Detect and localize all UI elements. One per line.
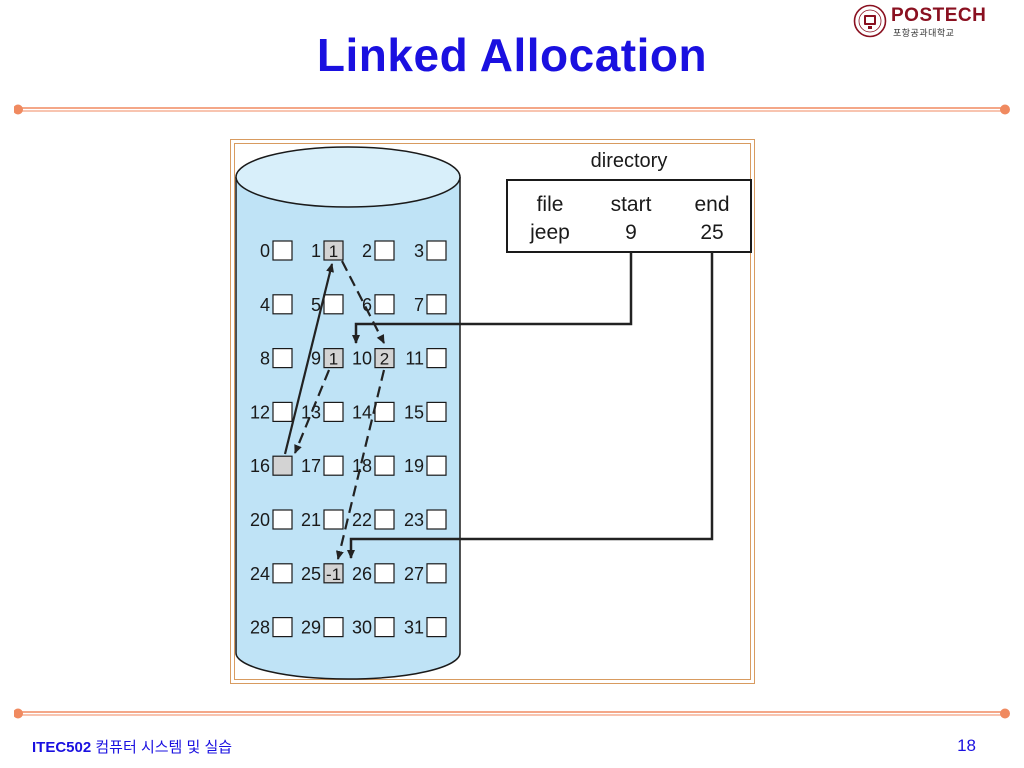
block-number: 31: [404, 618, 424, 638]
free-block: [272, 240, 293, 261]
chain-arrow-10-to-25: [336, 369, 386, 560]
directory-label: directory: [591, 150, 668, 172]
block-number: 16: [250, 456, 270, 476]
table-header-cell: start: [611, 193, 652, 216]
free-block: [426, 240, 447, 261]
free-block: [323, 455, 344, 476]
table-header-cell: file: [537, 193, 564, 216]
free-block: [272, 348, 293, 369]
postech-logo: POSTECH 포항공과대학교: [853, 4, 989, 39]
block-pointer-value: 1: [329, 350, 338, 369]
block-number: 28: [250, 618, 270, 638]
chain-arrow-16-to-1: [283, 263, 334, 455]
bottom-divider: [14, 708, 1010, 719]
page-number: 18: [957, 736, 976, 755]
block-number: 13: [301, 402, 321, 422]
block-number: 2: [362, 241, 372, 261]
block-number: 12: [250, 402, 270, 422]
block-number: 6: [362, 295, 372, 315]
block-number: 7: [414, 295, 424, 315]
course-code: ITEC502: [32, 739, 92, 756]
table-cell: 9: [625, 221, 637, 244]
block-number: 15: [404, 402, 424, 422]
free-block: [426, 294, 447, 315]
block-number: 14: [352, 402, 372, 422]
free-block: [374, 617, 395, 638]
free-block: [272, 563, 293, 584]
chain-arrow-9-to-16: [293, 369, 331, 454]
block-number: 27: [404, 564, 424, 584]
chain-arrow-1-to-10: [341, 260, 385, 344]
block-pointer-value: 1: [329, 242, 338, 261]
free-block: [323, 294, 344, 315]
block-number: 4: [260, 295, 270, 315]
allocated-block: [272, 455, 293, 476]
slide-title: Linked Allocation: [316, 29, 708, 81]
free-block: [272, 509, 293, 530]
free-block: [426, 563, 447, 584]
free-block: [426, 401, 447, 422]
block-number: 0: [260, 241, 270, 261]
block-number: 8: [260, 349, 270, 369]
end-pointer-arrow: [347, 252, 714, 559]
free-block: [323, 509, 344, 530]
footer-course: ITEC502 컴퓨터 시스템 및 실습: [32, 736, 232, 757]
allocated-block: [323, 348, 344, 369]
block-number: 10: [352, 349, 372, 369]
top-divider: [14, 104, 1010, 115]
free-block: [374, 294, 395, 315]
course-title: 컴퓨터 시스템 및 실습: [95, 739, 233, 756]
block-number: 29: [301, 618, 321, 638]
block-number: 5: [311, 295, 321, 315]
logo-name: POSTECH: [891, 5, 987, 26]
block-number: 30: [352, 618, 372, 638]
free-block: [272, 294, 293, 315]
free-block: [374, 401, 395, 422]
block-number: 1: [311, 241, 321, 261]
allocated-block: [323, 563, 344, 584]
free-block: [272, 401, 293, 422]
block-number: 23: [404, 510, 424, 530]
block-number: 21: [301, 510, 321, 530]
free-block: [272, 617, 293, 638]
table-cell: jeep: [529, 221, 570, 244]
free-block: [374, 563, 395, 584]
table-cell: 25: [700, 221, 723, 244]
block-number: 18: [352, 456, 372, 476]
block-number: 20: [250, 510, 270, 530]
directory-table: [506, 179, 752, 253]
free-block: [426, 617, 447, 638]
free-block: [323, 617, 344, 638]
free-block: [323, 401, 344, 422]
logo-subtitle: 포항공과대학교: [893, 29, 955, 39]
free-block: [374, 509, 395, 530]
free-block: [426, 455, 447, 476]
block-pointer-value: -1: [326, 565, 341, 584]
block-pointer-value: 2: [380, 350, 389, 369]
allocated-block: [323, 240, 344, 261]
free-block: [374, 455, 395, 476]
block-number: 22: [352, 510, 372, 530]
directory-table-text: file start end jeep 9 25: [529, 193, 729, 244]
block-number: 17: [301, 456, 321, 476]
start-pointer-arrow: [352, 252, 633, 344]
allocated-block: [374, 348, 395, 369]
block-number: 26: [352, 564, 372, 584]
table-header-cell: end: [694, 193, 729, 216]
postech-emblem-icon: [853, 4, 887, 38]
block-number: 19: [404, 456, 424, 476]
block-number: 24: [250, 564, 270, 584]
free-block: [374, 240, 395, 261]
block-number: 11: [405, 349, 424, 369]
free-block: [426, 348, 447, 369]
block-number: 25: [301, 564, 321, 584]
free-block: [426, 509, 447, 530]
block-number: 9: [311, 349, 321, 369]
block-number: 3: [414, 241, 424, 261]
